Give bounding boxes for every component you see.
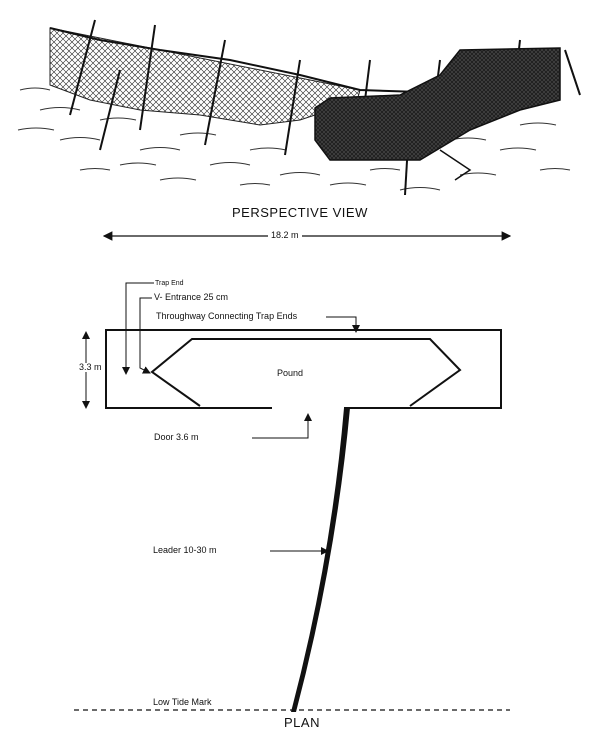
plan-title: PLAN — [284, 715, 320, 730]
leader-label: Leader 10-30 m — [153, 545, 217, 555]
perspective-view-title: PERSPECTIVE VIEW — [232, 205, 368, 220]
ground-hatching — [17, 87, 571, 191]
door-label: Door 3.6 m — [154, 432, 199, 442]
net-top-rope — [49, 27, 421, 93]
pound-label: Pound — [277, 368, 304, 378]
door-pointer — [252, 413, 312, 439]
trap-outline — [105, 329, 502, 409]
v-entrance-label: V- Entrance 25 cm — [154, 292, 229, 302]
throughway-label: Throughway Connecting Trap Ends — [156, 311, 298, 321]
trap-end-pointer — [122, 282, 154, 375]
perspective-sketch — [17, 19, 581, 196]
leader-net — [49, 27, 361, 126]
v-entrance-pointer — [139, 297, 152, 374]
pound-enclosure — [314, 47, 561, 161]
throughway-pointer — [326, 316, 360, 333]
height-label: 3.3 m — [78, 362, 103, 372]
low-tide-label: Low Tide Mark — [153, 697, 212, 707]
leader-fence — [291, 408, 350, 712]
length-label: 18.2 m — [268, 231, 302, 240]
trap-end-label: Trap End — [155, 280, 184, 287]
pound-walls — [150, 338, 462, 407]
